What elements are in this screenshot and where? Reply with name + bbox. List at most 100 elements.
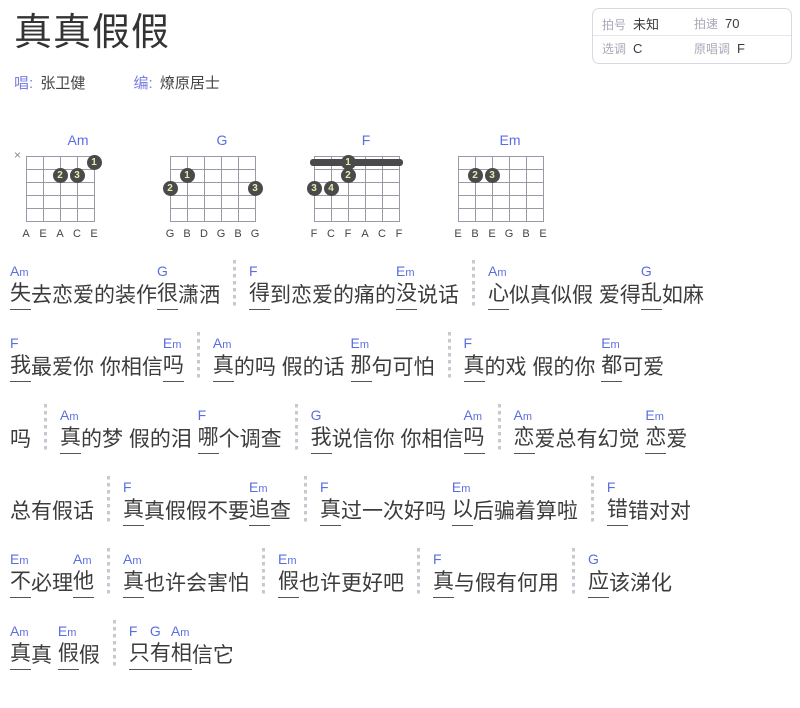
lyric-text: 如麻 (661, 284, 704, 307)
lyric-text: 我 (10, 352, 31, 382)
info-tempo-label: 拍速 (694, 16, 719, 31)
lyric-text: 最爱你 你相信 (31, 356, 163, 379)
chord-label[interactable]: F (128, 623, 138, 639)
chord-label[interactable]: F (197, 407, 207, 423)
chord-label[interactable]: Em (162, 335, 182, 351)
lyric-text: 错 (606, 496, 628, 526)
chord-label[interactable]: Em (601, 335, 620, 351)
chord-label[interactable]: Am (488, 263, 507, 279)
lyric-text: 似真似假 爱得 (509, 284, 641, 307)
chord-label-empty (341, 481, 452, 498)
lyric-text: 真 (123, 496, 144, 526)
chord-label-empty (454, 553, 559, 570)
info-meter-label: 拍号 (602, 17, 627, 32)
string-note: B (471, 228, 479, 240)
chord-label[interactable]: Em (57, 623, 77, 639)
chord-label-empty (666, 409, 687, 426)
lyric-segment: 过一次好吗 (341, 481, 452, 526)
chord-label[interactable]: F (463, 335, 473, 351)
chord-label[interactable]: G (310, 407, 322, 423)
lyric-text: 假 (57, 640, 79, 670)
finger-dot-3: 3 (306, 181, 322, 196)
lyric-segment: 与假有何用 (454, 553, 559, 598)
lyric-text: 过一次好吗 (341, 500, 452, 523)
chord-label[interactable]: Am (170, 623, 190, 639)
chord-label-empty (473, 481, 578, 498)
phrase-separator (233, 260, 236, 308)
chord-label[interactable]: F (433, 551, 442, 567)
phrase-separator (572, 548, 575, 596)
lyric-text: 假 (78, 644, 100, 667)
chord-label[interactable]: Em (396, 263, 415, 279)
finger-dot-1: 1 (86, 155, 102, 170)
lyric-segment: 也许更好吧 (299, 553, 404, 598)
chord-label[interactable]: Em (278, 551, 297, 567)
lyric-text: 只 (128, 640, 150, 670)
info-selected-key[interactable]: 选调 C (602, 40, 694, 57)
chord-label[interactable]: Am (10, 623, 29, 639)
lyric-text: 去恋爱的装作 (31, 284, 157, 307)
chord-label[interactable]: Em (645, 407, 664, 423)
lyric-segment: 的戏 假的你 (485, 337, 602, 382)
chord-label[interactable]: Am (10, 263, 29, 279)
chord-label[interactable]: G (640, 263, 652, 279)
lyric-text: 也许会害怕 (144, 572, 249, 595)
chord-label[interactable]: Am (60, 407, 79, 423)
phrase-separator (590, 476, 594, 524)
string-note: A (361, 228, 369, 240)
chord-label-empty (31, 265, 157, 282)
chord-label[interactable]: F (10, 335, 19, 351)
chord-label-empty (234, 337, 351, 354)
string-note: B (522, 228, 530, 240)
chord-label[interactable]: Em (249, 479, 268, 495)
chord-label[interactable]: Em (451, 479, 471, 495)
chord-label[interactable]: F (320, 479, 329, 495)
chord-label[interactable]: Am (513, 407, 533, 423)
phrase-separator (304, 476, 307, 524)
chord-label[interactable]: F (123, 479, 132, 495)
chord-label-empty (609, 553, 672, 570)
finger-dot-2: 2 (162, 181, 178, 196)
chord-label-empty (79, 625, 100, 642)
chord-label[interactable]: G (149, 623, 161, 639)
lyric-segment: 说信你 你相信 (332, 409, 464, 454)
chord-label[interactable]: Em (350, 335, 370, 351)
chord-label[interactable]: G (157, 263, 168, 279)
fretboard-grid (170, 156, 256, 222)
lyric-text: 的梦 假的泪 (81, 428, 198, 451)
chord-label[interactable]: F (249, 263, 258, 279)
chord-label[interactable]: Am (212, 335, 232, 351)
chord-label[interactable]: F (606, 479, 616, 495)
chord-label[interactable]: G (588, 551, 599, 567)
chord-label[interactable]: Am (123, 551, 142, 567)
lyric-segment: 的梦 假的泪 (81, 409, 198, 454)
string-note: G (250, 228, 260, 240)
lyric-segment: 错对对 (628, 481, 691, 526)
chord-label[interactable]: Am (73, 551, 92, 567)
lyric-text: 真 (212, 352, 234, 382)
lyric-text: 心 (488, 280, 509, 310)
lyric-segment: 的吗 假的话 (234, 337, 351, 382)
lyric-segment: 潇洒 (178, 265, 220, 310)
phrase-separator (447, 332, 451, 380)
chord-label[interactable]: Am (463, 407, 483, 423)
string-note: G (216, 228, 226, 240)
phrase-separator (44, 404, 47, 452)
lyric-text: 真 (433, 568, 454, 598)
chord-label[interactable]: Em (10, 551, 29, 567)
